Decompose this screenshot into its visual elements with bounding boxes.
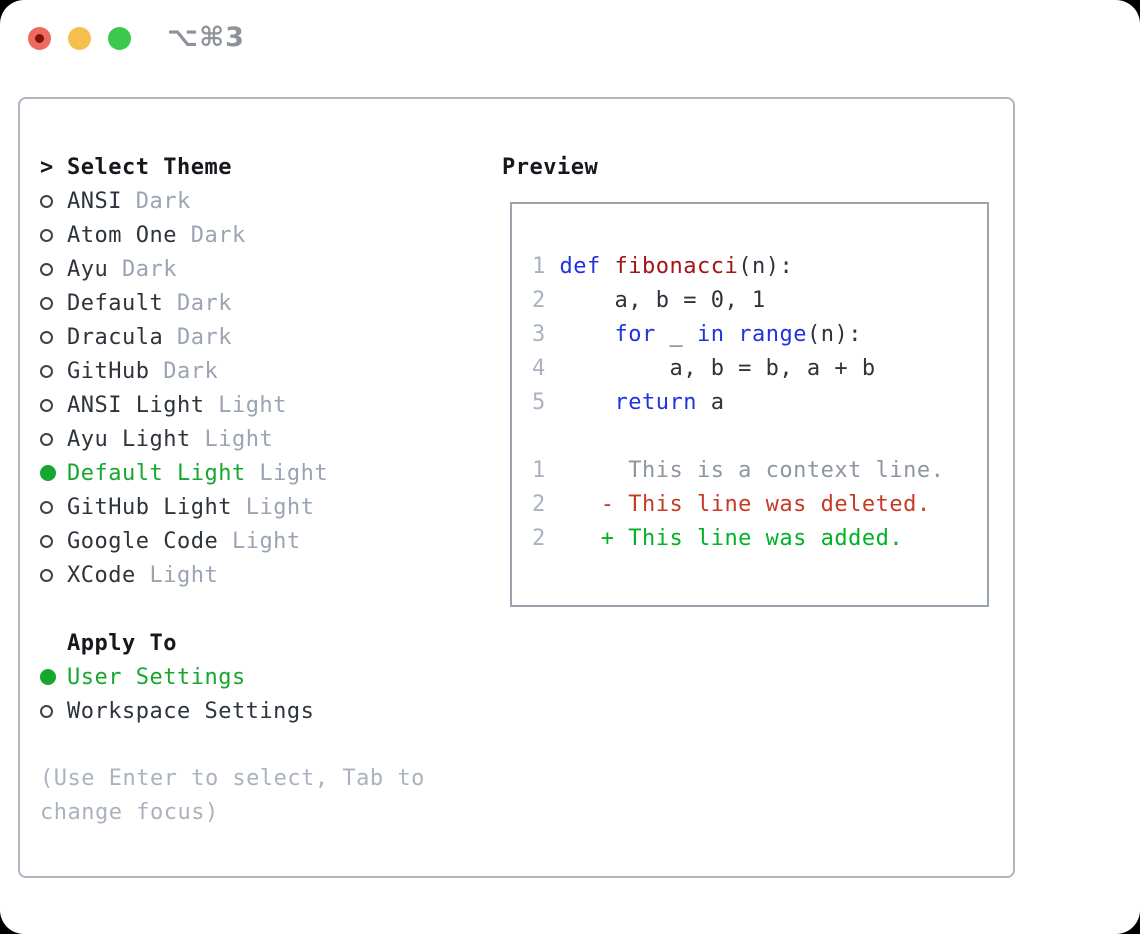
- radio-marker: [40, 330, 67, 344]
- apply-to-header: Apply To: [40, 626, 314, 660]
- close-button[interactable]: [28, 27, 51, 50]
- code-line: 2 + This line was added.: [532, 526, 904, 551]
- radio-marker: [40, 194, 67, 208]
- theme-option[interactable]: ANSI Light Light: [40, 388, 328, 422]
- variant-tag: Light: [135, 562, 219, 588]
- variant-tag: Dark: [163, 324, 232, 350]
- variant-tag: Light: [204, 392, 287, 418]
- theme-option[interactable]: Ayu Light Light: [40, 422, 328, 456]
- preview-title: Preview: [502, 154, 599, 180]
- keyboard-shortcut-label: ⌥⌘3: [167, 22, 245, 53]
- theme-option[interactable]: XCode Light: [40, 558, 328, 592]
- radio-icon: [40, 568, 53, 582]
- radio-marker: [40, 704, 67, 718]
- variant-tag: Dark: [149, 358, 219, 384]
- variant-tag: Dark: [108, 256, 177, 282]
- preview-code-box: 1 def fibonacci(n): 2 a, b = 0, 1 3 for _ …: [510, 202, 989, 607]
- radio-marker: [40, 398, 67, 412]
- radio-icon: [40, 194, 53, 208]
- apply-option-selected[interactable]: User Settings: [40, 660, 314, 694]
- theme-option[interactable]: Default Dark: [40, 286, 328, 320]
- radio-icon: [40, 364, 53, 378]
- radio-marker: [40, 568, 67, 582]
- radio-selected-icon: [40, 669, 56, 685]
- option-label: Ayu Light Light: [67, 426, 274, 452]
- code-line: 3 for _ in range(n):: [532, 322, 862, 347]
- radio-marker: [40, 534, 67, 548]
- code-line: 1 def fibonacci(n):: [532, 254, 794, 279]
- code-line: 4 a, b = b, a + b: [532, 356, 876, 381]
- option-label: ANSI Light Light: [67, 392, 287, 418]
- radio-marker: [40, 364, 67, 378]
- option-label: GitHub Light Light: [67, 494, 315, 520]
- theme-list-header: > Select Theme: [40, 150, 328, 184]
- theme-option[interactable]: Google Code Light: [40, 524, 328, 558]
- code-line: 5 return a: [532, 390, 725, 415]
- selection-chevron-icon: >: [40, 154, 54, 180]
- theme-option[interactable]: Dracula Dark: [40, 320, 328, 354]
- theme-option[interactable]: Atom One Dark: [40, 218, 328, 252]
- option-label: Atom One Dark: [67, 222, 246, 248]
- zoom-button[interactable]: [108, 27, 131, 50]
- titlebar: ⌥⌘3: [0, 0, 1140, 76]
- option-label: ANSI Dark: [67, 188, 191, 214]
- radio-marker: [40, 669, 67, 685]
- apply-option[interactable]: Workspace Settings: [40, 694, 314, 728]
- radio-icon: [40, 500, 53, 514]
- option-label: User Settings: [67, 664, 246, 690]
- variant-tag: Light: [218, 528, 301, 554]
- option-label: Ayu Dark: [67, 256, 177, 282]
- option-label: GitHub Dark: [67, 358, 219, 384]
- variant-tag: Light: [245, 460, 329, 486]
- radio-icon: [40, 534, 53, 548]
- theme-option[interactable]: ANSI Dark: [40, 184, 328, 218]
- radio-marker: [40, 432, 67, 446]
- option-label: Default Light Light: [67, 460, 329, 486]
- code-line: [532, 424, 987, 458]
- radio-marker: [40, 500, 67, 514]
- theme-option[interactable]: Ayu Dark: [40, 252, 328, 286]
- radio-selected-icon: [40, 465, 56, 481]
- option-label: Dracula Dark: [67, 324, 232, 350]
- theme-option[interactable]: GitHub Dark: [40, 354, 328, 388]
- code-line: 2 a, b = 0, 1: [532, 288, 766, 313]
- variant-tag: Dark: [163, 290, 232, 316]
- code-line: 2 - This line was deleted.: [532, 492, 931, 517]
- option-label: Default Dark: [67, 290, 232, 316]
- radio-icon: [40, 330, 53, 344]
- apply-to-title: Apply To: [67, 630, 177, 656]
- variant-tag: Light: [231, 494, 315, 520]
- theme-option[interactable]: GitHub Light Light: [40, 490, 328, 524]
- code-preview: 1 def fibonacci(n): 2 a, b = 0, 1 3 for _ …: [532, 254, 987, 560]
- hint-text: (Use Enter to select, Tab to change focu…: [40, 766, 425, 825]
- theme-option-selected[interactable]: Default Light Light: [40, 456, 328, 490]
- code-line: 1 This is a context line.: [532, 458, 945, 483]
- radio-icon: [40, 262, 53, 276]
- radio-icon: [40, 398, 53, 412]
- variant-tag: Dark: [121, 188, 191, 214]
- option-label: Google Code Light: [67, 528, 301, 554]
- radio-icon: [40, 228, 53, 242]
- radio-marker: [40, 296, 67, 310]
- radio-icon: [40, 432, 53, 446]
- option-label: XCode Light: [67, 562, 219, 588]
- variant-tag: Dark: [176, 222, 246, 248]
- radio-marker: [40, 262, 67, 276]
- radio-marker: [40, 228, 67, 242]
- minimize-button[interactable]: [68, 27, 91, 50]
- radio-marker: [40, 465, 67, 481]
- radio-icon: [40, 704, 53, 718]
- radio-icon: [40, 296, 53, 310]
- unsaved-indicator-dot: [35, 34, 44, 43]
- theme-list-title: Select Theme: [67, 154, 232, 180]
- option-label: Workspace Settings: [67, 698, 315, 724]
- variant-tag: Light: [190, 426, 274, 452]
